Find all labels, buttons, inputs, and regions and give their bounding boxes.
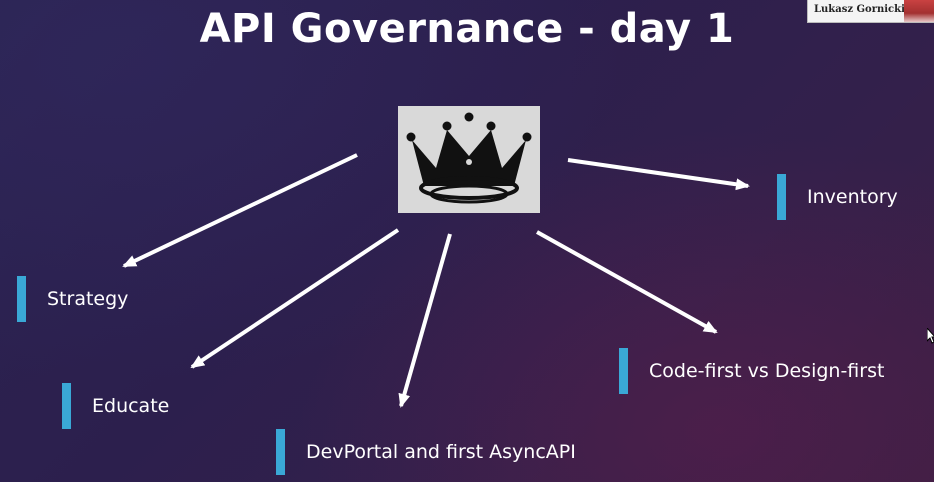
node-label-inventory: Inventory	[807, 186, 898, 208]
node-strategy: Strategy	[17, 276, 128, 322]
node-label-code-design: Code-first vs Design-first	[649, 360, 885, 382]
node-label-devportal: DevPortal and first AsyncAPI	[306, 441, 576, 463]
arrow-to-inventory	[567, 158, 750, 191]
node-devportal: DevPortal and first AsyncAPI	[276, 429, 576, 475]
accent-bar	[619, 348, 628, 394]
node-label-educate: Educate	[92, 395, 170, 417]
presenter-name-tag: Lukasz Gornicki	[807, 0, 934, 23]
slide-title: API Governance - day 1	[199, 6, 735, 52]
crown-icon	[406, 112, 532, 204]
accent-bar	[62, 383, 71, 429]
node-label-strategy: Strategy	[47, 288, 129, 310]
presenter-name: Lukasz Gornicki	[814, 4, 905, 15]
node-code-design: Code-first vs Design-first	[619, 348, 884, 394]
arrow-to-strategy	[122, 153, 358, 268]
accent-bar	[777, 174, 786, 220]
accent-bar	[276, 429, 285, 475]
crown-image	[398, 106, 540, 213]
accent-bar	[17, 276, 26, 322]
mouse-cursor-icon	[927, 328, 934, 344]
node-educate: Educate	[62, 383, 169, 429]
node-inventory: Inventory	[777, 174, 898, 220]
presenter-video-thumbnail	[904, 0, 934, 22]
arrow-to-educate	[190, 228, 400, 369]
arrow-to-devportal	[398, 233, 452, 408]
arrow-to-code-design	[536, 230, 718, 334]
